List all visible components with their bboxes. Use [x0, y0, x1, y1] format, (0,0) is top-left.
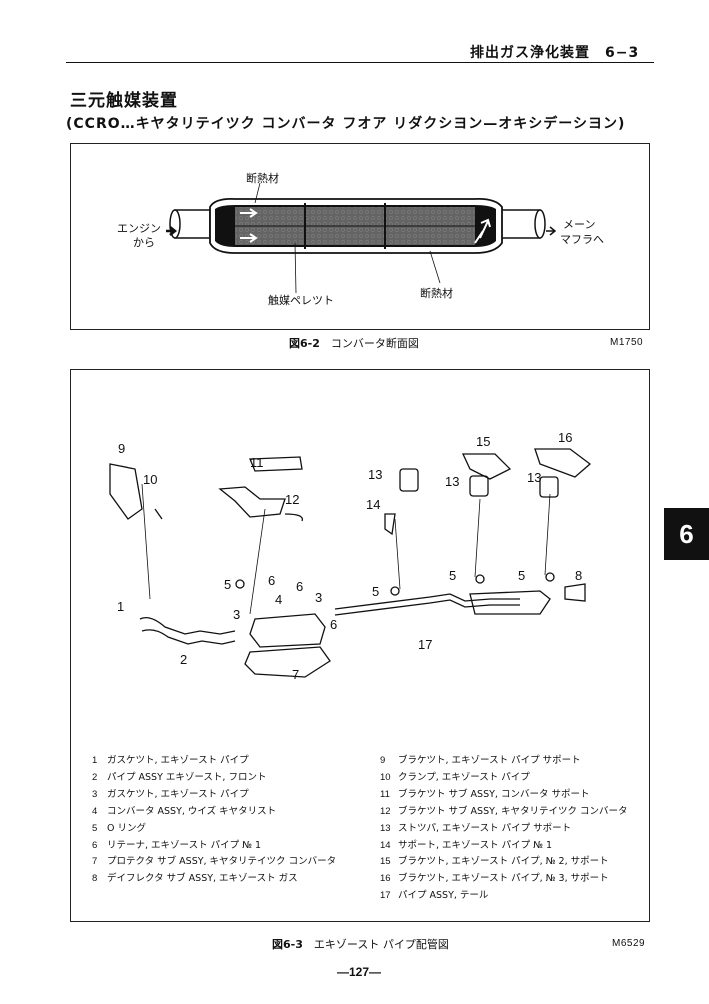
callout: 3 — [233, 607, 241, 622]
callout: 13 — [527, 470, 542, 485]
exhaust-figure-frame — [70, 369, 650, 922]
callout: 5 — [518, 568, 526, 583]
section-subtitle: (CCRO…キヤタリテイツク コンバータ フオア リダクシヨン—オキシデーシヨン… — [66, 116, 626, 132]
converter-figure-frame — [70, 143, 650, 330]
callout: 13 — [445, 474, 460, 489]
label-insulation-bottom: 断熱材 — [420, 287, 453, 300]
converter-cross-section-drawing — [166, 182, 557, 294]
callout: 13 — [368, 467, 383, 482]
label-catalyst-pellet: 触媒ペレツト — [268, 294, 334, 307]
exhaust-pipe-layout-drawing — [109, 448, 592, 678]
caption-number: 図6-3 — [272, 938, 303, 951]
chapter-tab: 6 — [664, 508, 709, 560]
header-rule — [66, 62, 654, 63]
callout: 2 — [180, 652, 188, 667]
callout: 6 — [330, 617, 338, 632]
callout: 16 — [558, 430, 573, 445]
callout: 6 — [296, 579, 304, 594]
callout: 9 — [118, 441, 126, 456]
callout: 5 — [449, 568, 457, 583]
callout: 3 — [315, 590, 323, 605]
callout: 17 — [418, 637, 433, 652]
callout: 4 — [275, 592, 283, 607]
figure-6-2-caption: 図6-2 コンバータ断面図 — [289, 335, 419, 351]
callout: 1 — [117, 599, 125, 614]
caption-text: エキゾースト パイプ配管図 — [313, 938, 449, 951]
callout: 7 — [292, 667, 300, 682]
figure-code: M6529 — [612, 938, 646, 949]
caption-number: 図6-2 — [289, 337, 320, 350]
callout: 5 — [224, 577, 232, 592]
label-main-muffler-line1: メーン — [563, 218, 596, 231]
label-insulation-top: 断熱材 — [246, 172, 279, 185]
figure-6-3-caption: 図6-3 エキゾースト パイプ配管図 — [272, 936, 449, 952]
label-main-muffler-line2: マフラへ — [560, 233, 604, 246]
page-number: —127— — [337, 965, 382, 979]
callout: 6 — [268, 573, 276, 588]
callout: 12 — [285, 492, 300, 507]
callout: 5 — [372, 584, 380, 599]
callout: 15 — [476, 434, 491, 449]
figure-code: M1750 — [610, 337, 644, 348]
label-engine-line2: から — [133, 236, 155, 249]
callout: 11 — [250, 455, 264, 470]
running-header: 排出ガス浄化装置 6−3 — [470, 45, 640, 61]
callout: 10 — [143, 472, 158, 487]
label-engine-line1: エンジン — [117, 222, 161, 235]
section-title: 三元触媒装置 — [70, 91, 178, 111]
callout: 8 — [575, 568, 583, 583]
callout: 14 — [366, 497, 381, 512]
caption-text: コンバータ断面図 — [330, 337, 419, 350]
